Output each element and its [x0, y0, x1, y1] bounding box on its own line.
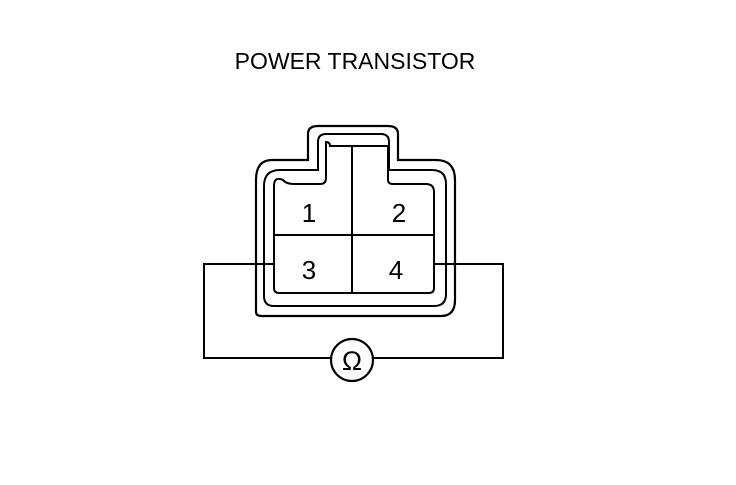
terminal-label-2: 2	[392, 198, 406, 228]
terminal-face	[273, 140, 435, 294]
terminal-label-4: 4	[389, 255, 403, 285]
right-test-lead	[373, 263, 504, 359]
ohm-symbol: Ω	[342, 346, 362, 376]
left-test-lead	[203, 263, 331, 359]
ohmmeter-circle	[329, 337, 375, 383]
connector-inner-housing	[263, 133, 447, 307]
terminal-label-3: 3	[302, 255, 316, 285]
diagram-title: POWER TRANSISTOR	[234, 48, 476, 74]
connector-outer-housing	[254, 124, 457, 318]
ohmmeter-icon: Ω	[329, 337, 375, 383]
terminal-label-1: 1	[302, 198, 316, 228]
